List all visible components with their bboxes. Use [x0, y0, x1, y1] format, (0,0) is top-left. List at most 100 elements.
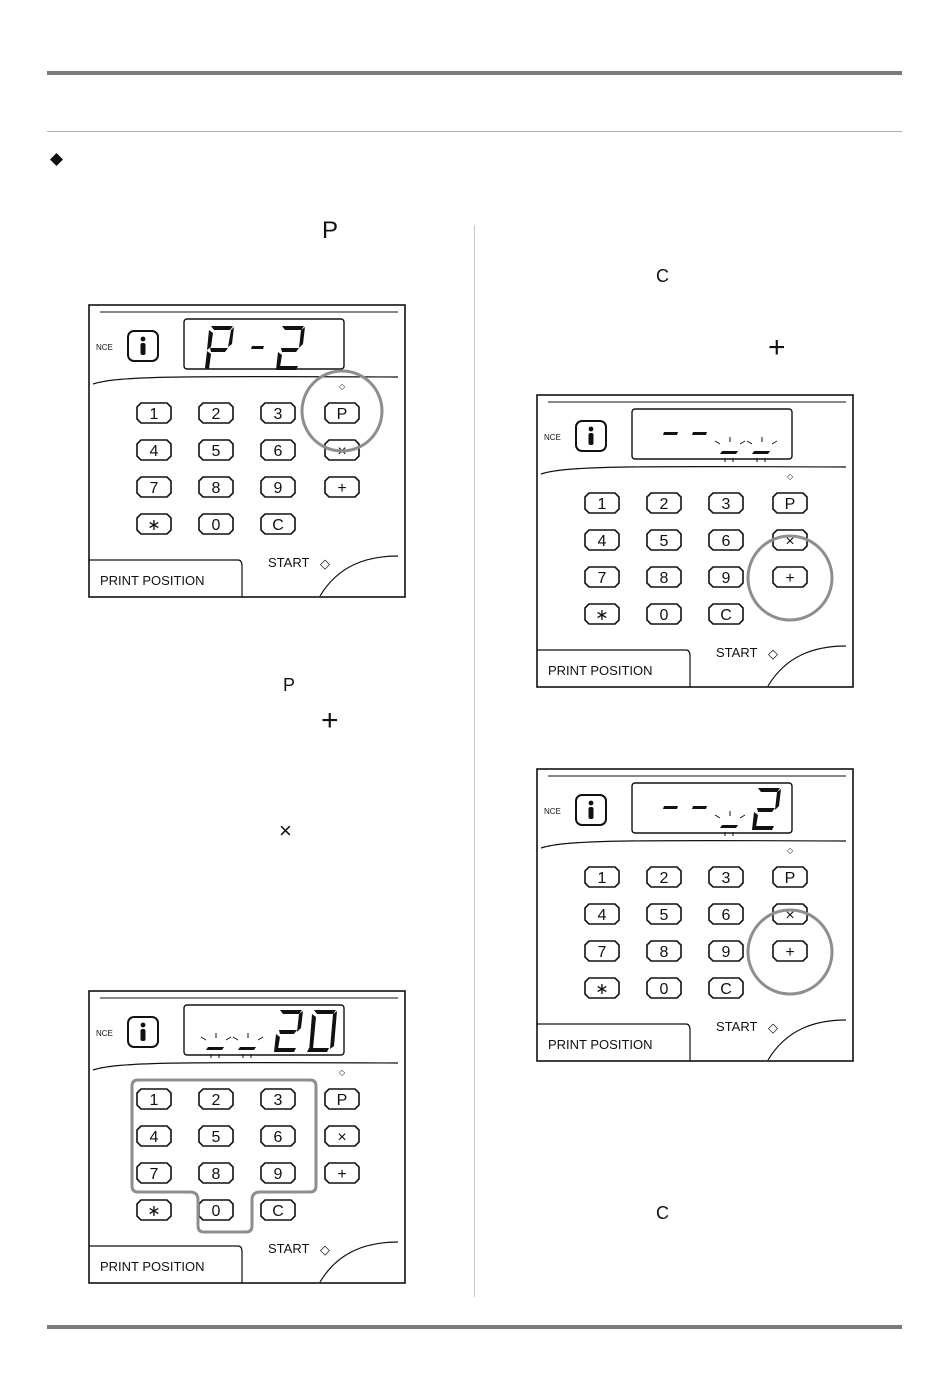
svg-text:◇: ◇: [768, 1020, 778, 1035]
svg-text:4: 4: [150, 1129, 159, 1146]
svg-text:PRINT POSITION: PRINT POSITION: [100, 1259, 205, 1274]
svg-text:NCE: NCE: [96, 1029, 113, 1038]
svg-text:∗: ∗: [147, 517, 160, 534]
panel-3-illustration: NCE ◇ 1 2 3 P 4 5 6 × 7 8 9 + ∗ 0 C: [536, 768, 854, 1062]
svg-text:4: 4: [598, 533, 607, 550]
svg-text:◇: ◇: [787, 472, 794, 481]
control-panel-2: NCE ◇ 1 2 3 P 4 5 6 × 7 8 9 + ∗ 0 C: [536, 394, 854, 688]
svg-text:0: 0: [212, 1203, 221, 1220]
svg-text:2: 2: [212, 1092, 221, 1109]
bottom-rule: [47, 1325, 902, 1329]
side-label: NCE: [96, 343, 113, 352]
svg-text:0: 0: [660, 607, 669, 624]
svg-text:1: 1: [598, 870, 607, 887]
svg-text:NCE: NCE: [544, 807, 561, 816]
svg-text:8: 8: [212, 1166, 221, 1183]
svg-text:8: 8: [212, 480, 221, 497]
svg-text:4: 4: [598, 907, 607, 924]
panel-2-illustration: NCE ◇ 1 2 3 P 4 5 6 × 7 8 9 + ∗ 0 C: [536, 394, 854, 688]
svg-text:◇: ◇: [339, 382, 346, 391]
svg-text:P: P: [337, 1092, 348, 1109]
svg-text:7: 7: [598, 570, 607, 587]
svg-text:1: 1: [150, 406, 159, 423]
svg-text:2: 2: [660, 496, 669, 513]
svg-text:5: 5: [212, 1129, 221, 1146]
svg-text:◇: ◇: [320, 1242, 330, 1257]
svg-text:+: +: [337, 1166, 346, 1183]
svg-text:PRINT POSITION: PRINT POSITION: [548, 663, 653, 678]
svg-text:1: 1: [150, 1092, 159, 1109]
svg-text:8: 8: [660, 570, 669, 587]
svg-text:◇: ◇: [339, 1068, 346, 1077]
svg-text:3: 3: [274, 406, 283, 423]
bullet-diamond-icon: [50, 153, 63, 166]
svg-text:0: 0: [660, 981, 669, 998]
svg-text:6: 6: [722, 533, 731, 550]
svg-text:6: 6: [722, 907, 731, 924]
svg-text:P: P: [785, 496, 796, 513]
start-label: START: [268, 555, 309, 570]
svg-text:C: C: [272, 517, 284, 534]
svg-text:9: 9: [722, 944, 731, 961]
svg-text:0: 0: [212, 517, 221, 534]
panel-4-illustration: NCE ◇ 1 2 3 P 4 5 6 × 7 8 9 + ∗ 0 C: [88, 990, 406, 1284]
svg-text:5: 5: [660, 907, 669, 924]
panel-1-illustration: NCE ◇ 1 2 3 P 4 5 6 × 7 8 9 + ∗ 0 C: [88, 304, 406, 598]
svg-text:∗: ∗: [595, 607, 608, 624]
step-plus-glyph-2: +: [321, 706, 339, 736]
step-p-glyph: P: [322, 219, 338, 243]
svg-text:C: C: [272, 1203, 284, 1220]
svg-text:◇: ◇: [787, 846, 794, 855]
svg-text:6: 6: [274, 443, 283, 460]
svg-text:5: 5: [660, 533, 669, 550]
svg-text:START: START: [716, 645, 757, 660]
control-panel-1: NCE ◇ 1 2 3 P 4 5 6 × 7 8 9 + ∗ 0 C: [88, 304, 406, 598]
svg-text:+: +: [337, 480, 346, 497]
svg-text:1: 1: [598, 496, 607, 513]
step-c-glyph-2: C: [656, 1204, 669, 1222]
svg-text:NCE: NCE: [544, 433, 561, 442]
step-p-glyph-2: P: [283, 676, 295, 694]
svg-text:7: 7: [150, 1166, 159, 1183]
svg-text:C: C: [720, 607, 732, 624]
svg-text:START: START: [716, 1019, 757, 1034]
section-rule: [47, 131, 902, 132]
svg-text:+: +: [785, 944, 794, 961]
step-c-glyph: C: [656, 267, 669, 285]
svg-text:9: 9: [274, 480, 283, 497]
svg-text:P: P: [337, 406, 348, 423]
svg-text:3: 3: [722, 870, 731, 887]
svg-text:P: P: [785, 870, 796, 887]
svg-text:5: 5: [212, 443, 221, 460]
svg-text:8: 8: [660, 944, 669, 961]
info-icon: [576, 421, 606, 451]
info-icon: [576, 795, 606, 825]
info-icon: [128, 331, 158, 361]
svg-text:4: 4: [150, 443, 159, 460]
svg-text:C: C: [720, 981, 732, 998]
svg-text:9: 9: [274, 1166, 283, 1183]
svg-text:3: 3: [722, 496, 731, 513]
svg-text:◇: ◇: [320, 556, 330, 571]
svg-text:◇: ◇: [768, 646, 778, 661]
svg-text:2: 2: [212, 406, 221, 423]
svg-text:9: 9: [722, 570, 731, 587]
top-rule: [47, 71, 902, 75]
print-position-label: PRINT POSITION: [100, 573, 205, 588]
svg-text:×: ×: [337, 1129, 346, 1146]
info-icon: [128, 1017, 158, 1047]
svg-text:7: 7: [150, 480, 159, 497]
step-x-glyph: ×: [279, 820, 292, 842]
svg-text:3: 3: [274, 1092, 283, 1109]
control-panel-4: NCE ◇ 1 2 3 P 4 5 6 × 7 8 9 + ∗ 0 C: [88, 990, 406, 1284]
column-divider: [474, 225, 475, 1297]
svg-text:START: START: [268, 1241, 309, 1256]
svg-text:PRINT POSITION: PRINT POSITION: [548, 1037, 653, 1052]
step-plus-glyph: +: [768, 333, 786, 363]
svg-text:∗: ∗: [147, 1203, 160, 1220]
highlight-plus-key: [748, 536, 832, 620]
svg-text:7: 7: [598, 944, 607, 961]
svg-text:2: 2: [660, 870, 669, 887]
svg-text:6: 6: [274, 1129, 283, 1146]
svg-text:∗: ∗: [595, 981, 608, 998]
